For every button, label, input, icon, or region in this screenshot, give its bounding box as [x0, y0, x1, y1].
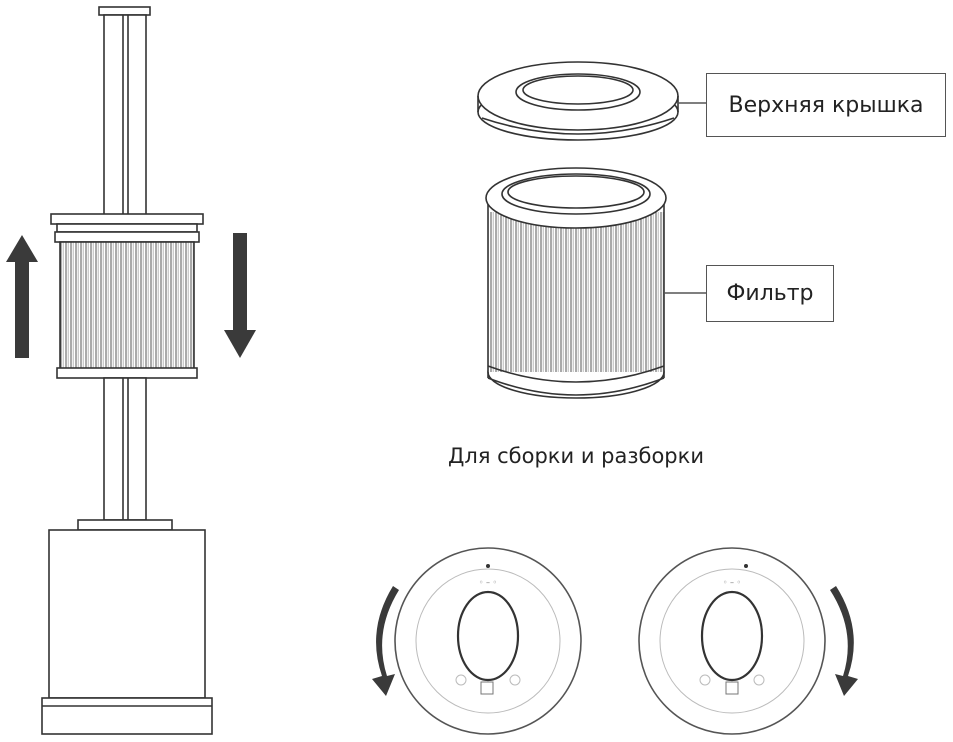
unit-base — [48, 529, 206, 699]
rotate-counterclockwise-icon — [372, 586, 399, 696]
arrow-up-icon — [6, 235, 38, 358]
column-upper — [103, 14, 147, 218]
label-top-cover: Верхняя крышка — [706, 73, 946, 137]
rotate-clockwise-icon — [830, 586, 858, 696]
unit-filter — [59, 241, 195, 371]
filter-part — [485, 167, 667, 399]
column-cap — [98, 6, 151, 16]
label-filter: Фильтр — [706, 265, 834, 322]
purifier-unit — [41, 6, 213, 735]
rotation-view-right: ◦ – ◦ — [638, 547, 826, 735]
svg-text:◦ – ◦: ◦ – ◦ — [723, 578, 742, 587]
svg-text:◦ – ◦: ◦ – ◦ — [479, 578, 498, 587]
rotation-view-left: ◦ – ◦ — [394, 547, 582, 735]
caption-assembly: Для сборки и разборки — [448, 444, 704, 468]
column-lower — [103, 377, 147, 521]
top-cover-part — [477, 61, 679, 141]
unit-top-cover — [50, 213, 204, 225]
arrow-down-icon — [224, 233, 256, 358]
